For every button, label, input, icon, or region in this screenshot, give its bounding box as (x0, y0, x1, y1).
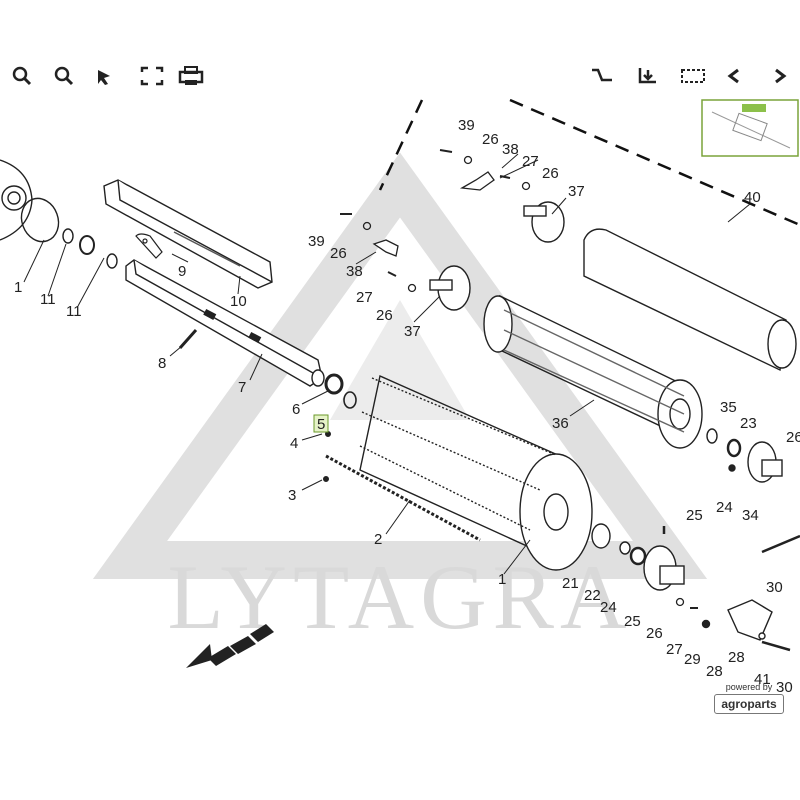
powered-by-label: powered by (725, 682, 773, 692)
part-9-bracket (135, 233, 163, 259)
callout-6: 6 (292, 401, 300, 418)
callout-26a: 26 (482, 131, 499, 148)
part-1-drum (359, 375, 593, 571)
toolbar-right (592, 68, 787, 84)
callout-26d: 26 (376, 307, 393, 324)
part-7-shaft (125, 259, 325, 387)
callout-8: 8 (158, 355, 166, 372)
part-38-bracket-upper (459, 171, 495, 191)
callout-26b: 26 (542, 165, 559, 182)
callout-27a: 27 (522, 153, 539, 170)
prev-icon[interactable] (727, 68, 739, 84)
leader-lines (23, 153, 751, 575)
callout-41: 41 (754, 671, 771, 688)
callout-1: 1 (498, 571, 506, 588)
part-small-bolts-upper (340, 149, 511, 277)
callout-26c: 26 (330, 245, 347, 262)
download-icon[interactable] (638, 68, 656, 84)
callout-11a: 11 (40, 291, 56, 308)
highlighted-part-marker[interactable] (313, 414, 329, 433)
zoom-out-icon[interactable] (54, 66, 74, 86)
powered-by-badge[interactable]: powered by agroparts (706, 682, 792, 724)
print-icon[interactable] (178, 66, 204, 85)
callout-23a: 23 (740, 415, 757, 432)
part-38-bracket-lower (372, 239, 399, 257)
callout-35: 35 (720, 399, 737, 416)
part-37-flange-upper (523, 201, 565, 243)
callout-9: 9 (178, 263, 186, 280)
part-2-tine-bar (325, 454, 481, 542)
callout-28b: 28 (728, 649, 745, 666)
callout-38b: 38 (346, 263, 363, 280)
callout-24b: 25 (686, 507, 703, 524)
toolbar-left (12, 66, 204, 86)
callout-labels: 1 11 11 9 10 8 7 6 5 4 3 2 1 36 40 37 37… (14, 117, 800, 696)
callout-23b: 24 (600, 599, 617, 616)
fit-screen-icon[interactable] (140, 66, 164, 86)
callout-3: 3 (288, 487, 296, 504)
agroparts-logo: agroparts (714, 694, 784, 714)
callout-37a: 37 (568, 183, 585, 200)
callout-4: 4 (290, 435, 298, 452)
callout-40: 40 (744, 189, 761, 206)
callout-26e: 26 (786, 429, 800, 446)
callout-22: 22 (584, 587, 601, 604)
zoom-in-icon[interactable] (12, 66, 32, 86)
pointer-icon[interactable] (98, 70, 110, 85)
callout-24a: 24 (716, 499, 733, 516)
callout-27b: 27 (356, 289, 373, 306)
callout-30b: 30 (776, 679, 793, 696)
part-36-drum (483, 294, 703, 449)
callout-28a: 28 (706, 663, 723, 680)
direction-arrow (186, 624, 274, 668)
callout-39a: 39 (458, 117, 475, 134)
callout-5: 5 (317, 416, 325, 433)
callout-34: 34 (742, 507, 759, 524)
part-bearing-assembly-right (591, 428, 800, 652)
assembly-boundary (378, 98, 800, 227)
callout-29: 29 (684, 651, 701, 668)
next-icon[interactable] (775, 68, 787, 84)
callout-30a: 30 (766, 579, 783, 596)
callout-2: 2 (374, 531, 382, 548)
cart-icon[interactable] (592, 68, 612, 82)
callout-38a: 38 (502, 141, 519, 158)
part-washers-26 (362, 155, 685, 607)
part-6-bearing (324, 373, 357, 409)
callout-10: 10 (230, 293, 247, 310)
callout-26f: 26 (646, 625, 663, 642)
part-10-bar (103, 179, 273, 289)
fullscreen-icon[interactable] (681, 69, 705, 83)
part-flange-left (0, 159, 33, 241)
part-37-flange-lower (429, 265, 471, 311)
callout-27c: 27 (666, 641, 683, 658)
callout-11b: 11 (66, 303, 82, 320)
callout-7: 7 (238, 379, 246, 396)
callout-25: 25 (624, 613, 641, 630)
part-40-tube (583, 228, 797, 372)
callout-36: 36 (552, 415, 569, 432)
callout-12: 1 (14, 279, 22, 296)
callout-21: 21 (562, 575, 579, 592)
callout-39b: 39 (308, 233, 325, 250)
overview-thumbnail[interactable] (701, 99, 799, 157)
callout-37b: 37 (404, 323, 421, 340)
part-rings-left (20, 197, 118, 269)
part-8-pin (178, 329, 198, 349)
